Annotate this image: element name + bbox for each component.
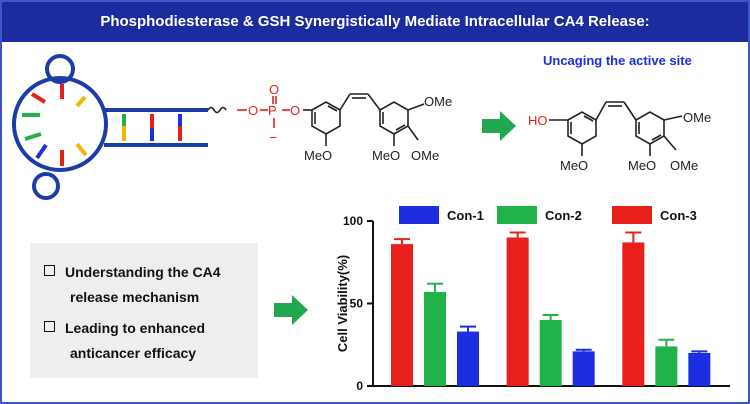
legend-swatch <box>399 206 439 224</box>
dna-structure <box>12 54 208 200</box>
summary-box: Understanding the CA4 release mechanism … <box>30 243 258 378</box>
legend-swatch <box>612 206 652 224</box>
dna-main-loop <box>12 76 108 172</box>
phosphate-o-bridge: O <box>290 103 300 118</box>
phosphate-o-double: O <box>269 82 279 97</box>
phosphate-p: P <box>268 103 277 118</box>
legend-swatch <box>497 206 537 224</box>
result-arrow <box>274 295 308 325</box>
phosphate-o-left: O <box>248 103 258 118</box>
reaction-arrow <box>482 111 516 141</box>
ome-label: OMe <box>411 148 439 163</box>
ome-label: OMe <box>670 158 698 173</box>
bar-con-2 <box>655 346 678 386</box>
y-tick-label: 50 <box>350 297 364 311</box>
legend-label: Con-1 <box>447 208 484 223</box>
released-ca4-molecule <box>549 101 683 156</box>
base-pair <box>75 95 87 108</box>
bar-con-3 <box>622 242 645 386</box>
y-tick-label: 0 <box>356 379 363 393</box>
meo-label: MeO <box>628 158 656 173</box>
bullet-text-cont: release mechanism <box>70 289 200 305</box>
wavy-linker <box>207 106 227 114</box>
bullet-text-cont: anticancer efficacy <box>70 345 197 361</box>
y-tick-label: 100 <box>343 214 363 228</box>
legend-label: Con-2 <box>545 208 582 223</box>
dna-top-loop <box>45 54 75 84</box>
checkbox-icon <box>44 321 55 332</box>
base-pair <box>24 132 42 141</box>
meo-label: MeO <box>372 148 400 163</box>
bar-con-1 <box>688 353 711 386</box>
bar-con-3 <box>391 244 413 386</box>
meo-label: MeO <box>560 158 588 173</box>
banner-title: Phosphodiesterase & GSH Synergistically … <box>2 2 748 42</box>
bar-con-2 <box>539 320 562 386</box>
legend-label: Con-3 <box>660 208 697 223</box>
phosphate-minus: − <box>269 129 277 145</box>
uncaging-label: Uncaging the active site <box>543 53 692 68</box>
ome-label: OMe <box>683 110 711 125</box>
bullet-text: Leading to enhanced <box>65 320 206 336</box>
bullet-item: Understanding the CA4 <box>44 261 221 283</box>
bar-con-1 <box>572 351 595 386</box>
bar-con-2 <box>424 291 446 386</box>
bullet-item: Leading to enhanced <box>44 317 205 339</box>
base-pair <box>35 143 48 160</box>
base-pair <box>30 92 47 104</box>
y-axis-label: Cell Viability(%) <box>335 255 350 352</box>
dna-bottom-loop <box>32 172 60 200</box>
bullet-text: Understanding the CA4 <box>65 264 221 280</box>
bar-con-1 <box>457 331 479 386</box>
hydroxyl-label: HO <box>528 113 548 128</box>
checkbox-icon <box>44 265 55 276</box>
ome-label: OMe <box>424 94 452 109</box>
meo-label: MeO <box>304 148 332 163</box>
bar-con-3 <box>506 237 529 386</box>
base-pair <box>75 142 88 157</box>
caged-ca4-molecule <box>237 93 425 146</box>
